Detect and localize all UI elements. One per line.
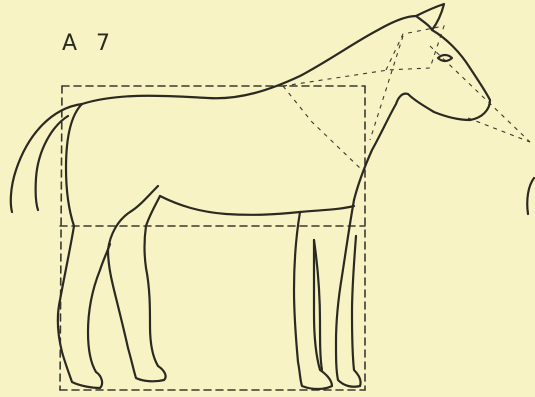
edge-fragment xyxy=(527,178,534,214)
horse-hind-leg-rear xyxy=(58,104,110,388)
figure-label: A 7 xyxy=(62,31,116,56)
horse-foreleg-near xyxy=(336,200,361,387)
horse-outline xyxy=(11,4,490,389)
horse-eye xyxy=(438,55,452,61)
horse-belly xyxy=(160,196,354,215)
guide-shoulder-line xyxy=(283,70,388,86)
guide-neck-diagonal xyxy=(283,86,362,170)
guide-muzzle-line xyxy=(468,118,530,142)
horse-foreleg-far xyxy=(294,212,332,389)
horse-hind-leg-near xyxy=(108,186,166,381)
horse-ear xyxy=(416,16,432,30)
horse-back-neck-head xyxy=(82,4,490,200)
